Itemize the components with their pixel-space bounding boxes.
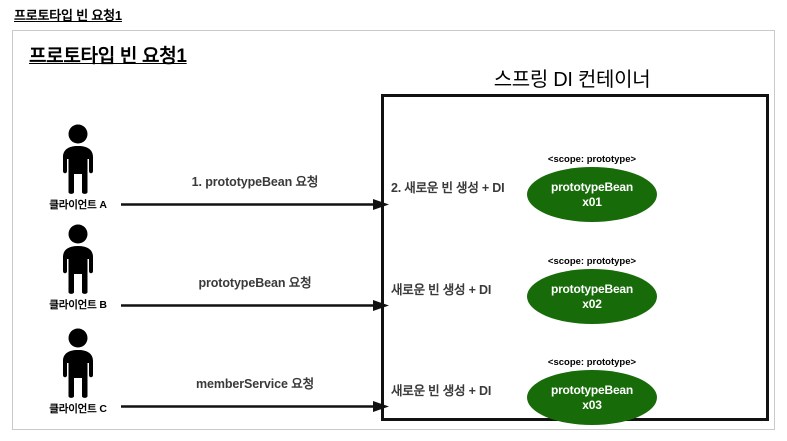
bean-node-1: <scope: prototype> prototypeBean x01 bbox=[527, 154, 657, 222]
bean-id-2: x02 bbox=[582, 296, 602, 311]
client-a-label: 클라이언트 A bbox=[49, 199, 107, 211]
bean-scope-label-3: <scope: prototype> bbox=[547, 357, 637, 368]
request-arrow-1: 1. prototypeBean 요청 bbox=[121, 171, 389, 211]
slide-heading: 프로토타입 빈 요청1 bbox=[29, 46, 187, 67]
bean-name-3: prototypeBean bbox=[550, 382, 634, 397]
bean-ellipse-1: prototypeBean x01 bbox=[527, 167, 657, 222]
request-arrow-3-label: memberService 요청 bbox=[196, 377, 314, 391]
bean-scope-label-2: <scope: prototype> bbox=[547, 256, 637, 267]
arrow-right-icon bbox=[121, 197, 389, 210]
arrow-right-icon bbox=[121, 399, 389, 412]
client-a: 클라이언트 A bbox=[35, 123, 121, 212]
slide-frame: 프로토타입 빈 요청1 스프링 DI 컨테이너 클라이언트 A 클라이언트 B bbox=[12, 30, 775, 430]
person-icon bbox=[55, 123, 101, 195]
person-icon bbox=[55, 327, 101, 399]
request-arrow-3: memberService 요청 bbox=[121, 373, 389, 413]
arrow-right-icon bbox=[121, 298, 389, 311]
client-c-label: 클라이언트 C bbox=[49, 403, 107, 415]
client-b: 클라이언트 B bbox=[35, 223, 121, 312]
request-arrow-1-label: 1. prototypeBean 요청 bbox=[191, 175, 319, 189]
creation-caption-2: 새로운 빈 생성 + DI bbox=[391, 283, 492, 297]
bean-node-3: <scope: prototype> prototypeBean x03 bbox=[527, 357, 657, 425]
creation-caption-1: 2. 새로운 빈 생성 + DI bbox=[391, 181, 505, 195]
bean-ellipse-3: prototypeBean x03 bbox=[527, 370, 657, 425]
client-b-label: 클라이언트 B bbox=[49, 299, 107, 311]
bean-node-2: <scope: prototype> prototypeBean x02 bbox=[527, 256, 657, 324]
request-arrow-2: prototypeBean 요청 bbox=[121, 272, 389, 312]
di-container-title: 스프링 DI 컨테이너 bbox=[493, 69, 651, 91]
bean-name-1: prototypeBean bbox=[550, 179, 634, 194]
bean-ellipse-2: prototypeBean x02 bbox=[527, 269, 657, 324]
creation-caption-3: 새로운 빈 생성 + DI bbox=[391, 384, 492, 398]
person-icon bbox=[55, 223, 101, 295]
bean-name-2: prototypeBean bbox=[550, 281, 634, 296]
page-title: 프로토타입 빈 요청1 bbox=[14, 8, 122, 23]
request-arrow-2-label: prototypeBean 요청 bbox=[198, 276, 312, 290]
bean-id-1: x01 bbox=[582, 194, 602, 209]
bean-scope-label-1: <scope: prototype> bbox=[547, 154, 637, 165]
bean-id-3: x03 bbox=[582, 397, 602, 412]
client-c: 클라이언트 C bbox=[35, 327, 121, 416]
